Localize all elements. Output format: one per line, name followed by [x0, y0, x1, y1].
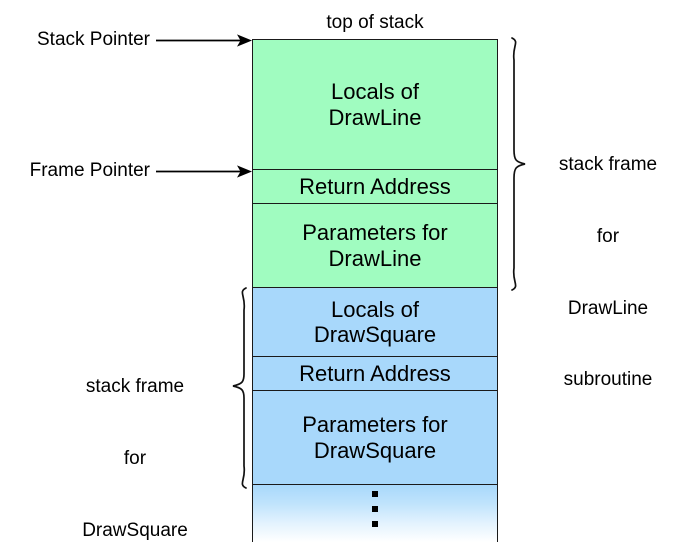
cell-line-1: Locals of: [330, 296, 420, 322]
caption-line-3: DrawLine: [567, 297, 649, 319]
drawsquare-frame-caption: stack frame for DrawSquare subroutine: [55, 327, 215, 558]
stack-cell-return-address-drawline[interactable]: Return Address: [252, 169, 498, 205]
stack-cell-params-drawline-text: Parameters for DrawLine: [302, 220, 448, 271]
stack-cell-return-address-drawsquare-text: Return Address: [299, 361, 451, 387]
caption-line-1: stack frame: [85, 375, 185, 397]
caption-line-4: subroutine: [563, 369, 653, 391]
stack-cell-locals-drawline[interactable]: Locals of DrawLine: [252, 39, 498, 171]
caption-line-2: for: [123, 447, 147, 469]
cell-line-2: DrawLine: [328, 245, 422, 271]
top-of-stack-caption: top of stack: [326, 12, 424, 33]
frame-pointer-label: Frame Pointer: [29, 160, 150, 181]
cell-line-1: Locals of: [330, 79, 420, 105]
brace-drawsquare-frame-icon: [232, 287, 247, 489]
cell-line-2: DrawSquare: [313, 437, 437, 463]
drawline-frame-caption: stack frame for DrawLine subroutine: [534, 105, 682, 440]
caption-line-2: for: [596, 225, 620, 247]
cell-line-1: Parameters for: [302, 220, 448, 246]
stack-cell-return-address-drawline-text: Return Address: [299, 174, 451, 200]
caption-line-3: DrawSquare: [82, 519, 188, 541]
stack-cell-locals-drawsquare-text: Locals of DrawSquare: [314, 297, 436, 348]
cell-line-1: Parameters for: [302, 412, 448, 438]
stack-cell-more-below: [252, 483, 498, 542]
stack-pointer-label: Stack Pointer: [37, 29, 150, 50]
stack-cell-locals-drawsquare[interactable]: Locals of DrawSquare: [252, 287, 498, 358]
stack-cell-params-drawsquare[interactable]: Parameters for DrawSquare: [252, 390, 498, 486]
cell-line-2: DrawSquare: [313, 322, 437, 348]
cell-line-2: DrawLine: [328, 105, 422, 130]
vertical-ellipsis-icon: [372, 490, 378, 527]
brace-drawline-frame-icon: [511, 37, 526, 291]
stack-cell-params-drawsquare-text: Parameters for DrawSquare: [302, 412, 448, 463]
frame-pointer-arrow-icon: [156, 165, 252, 178]
cell-line-1: Return Address: [299, 174, 451, 200]
stack-cell-params-drawline[interactable]: Parameters for DrawLine: [252, 203, 498, 289]
stack-cell-locals-drawline-text: Locals of DrawLine: [329, 79, 422, 130]
caption-line-1: stack frame: [558, 153, 658, 175]
cell-line-1: Return Address: [299, 361, 451, 387]
stack-cell-return-address-drawsquare[interactable]: Return Address: [252, 356, 498, 392]
stack-pointer-arrow-icon: [156, 34, 252, 47]
